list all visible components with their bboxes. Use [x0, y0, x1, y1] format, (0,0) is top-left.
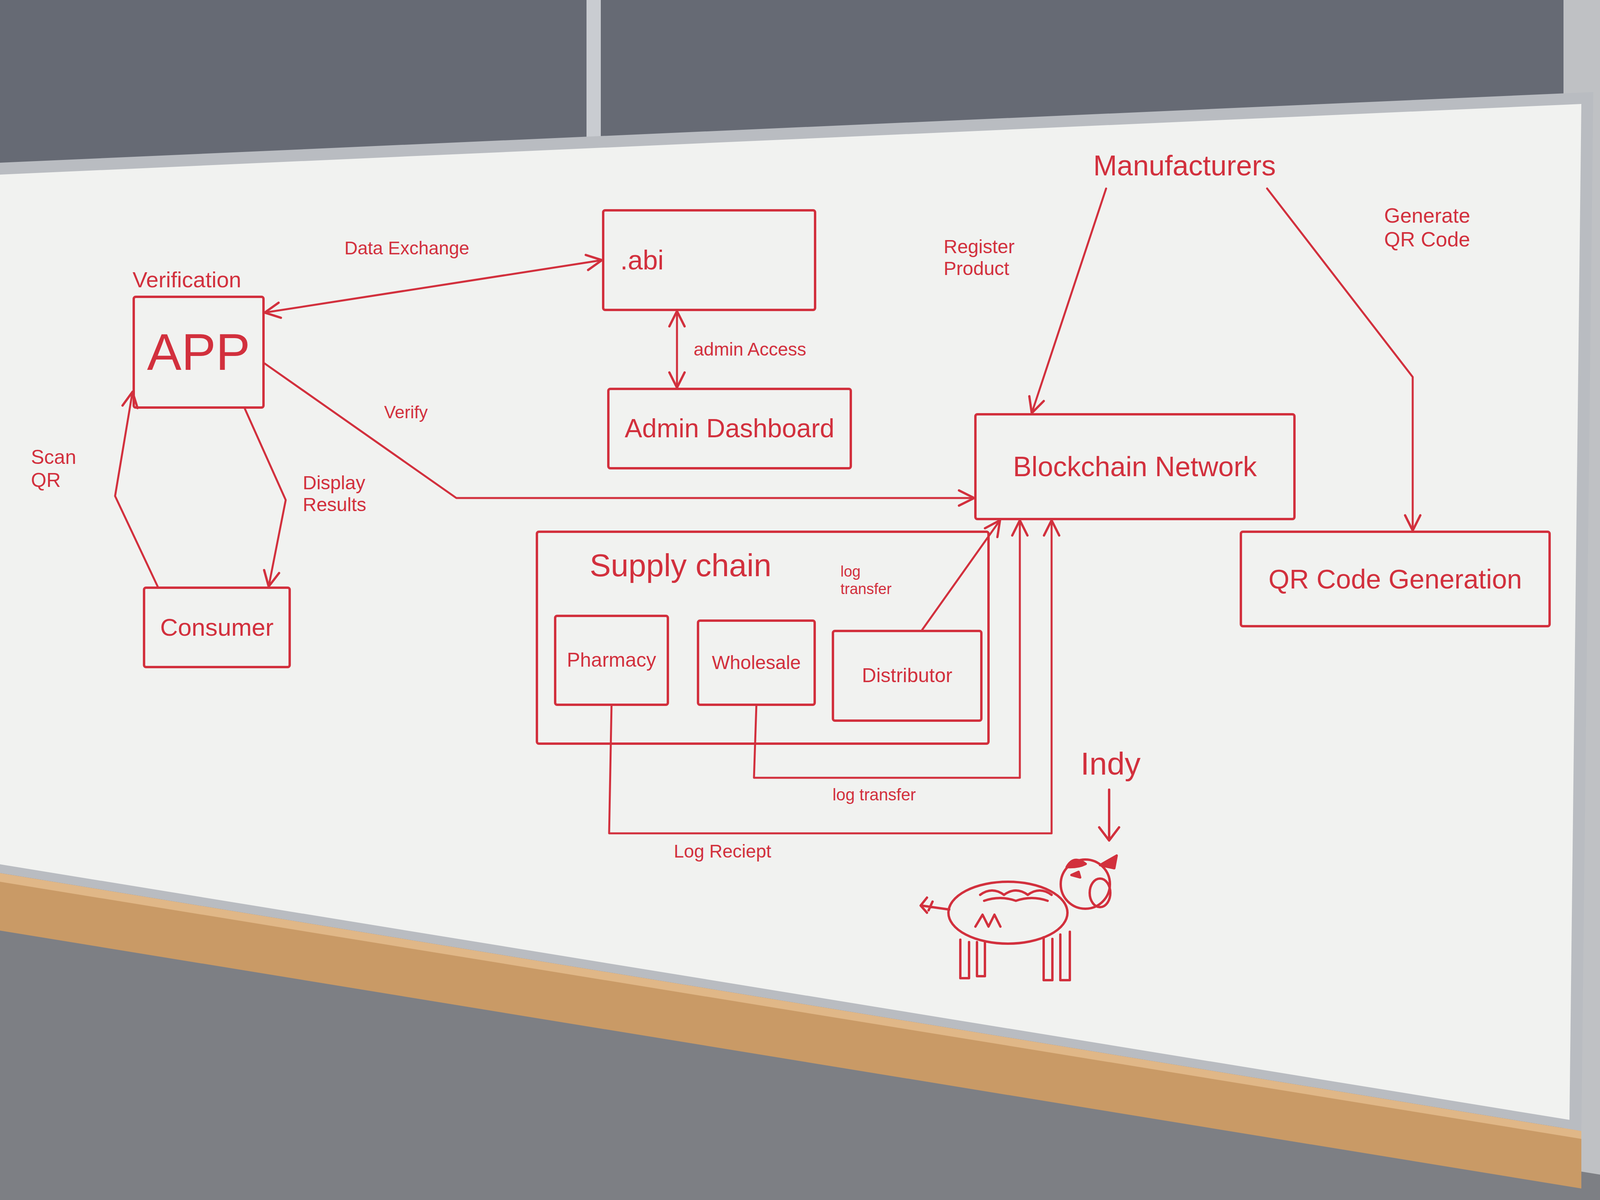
edge-label: Verify [380, 400, 453, 425]
edge-label: Display Results [299, 470, 395, 518]
dog-drawing [920, 789, 1120, 981]
dog-snout [1089, 878, 1111, 908]
process-box: Wholesale [696, 619, 816, 706]
edge-label: Scan QR [27, 444, 100, 494]
node-text: Consumer [160, 613, 274, 642]
connector-arrow [676, 311, 679, 388]
process-box: Pharmacy [553, 614, 670, 706]
node-text: Pharmacy [566, 648, 656, 672]
node-text: APP [146, 322, 250, 383]
group-box: Supply chainPharmacy WholesaleDistributor [535, 530, 990, 745]
edge-label: log transfer [837, 561, 905, 600]
group-title: Supply chain [589, 547, 772, 584]
wall-seam [586, 0, 601, 151]
node-text: Distributor [861, 664, 953, 688]
node-text: Manufacturers [1093, 149, 1276, 183]
connector-arrow [115, 391, 158, 587]
edge-label: admin Access [690, 337, 834, 362]
actor-box: Consumer [142, 586, 291, 669]
actor-label: Manufacturers [1081, 142, 1288, 189]
board-surface [0, 103, 1582, 1120]
process-box: Distributor [831, 629, 983, 722]
dog-eye [1071, 871, 1081, 878]
file-box: .abi [601, 209, 817, 312]
node-text: Blockchain Network [1013, 450, 1258, 483]
node-text: Wholesale [711, 651, 801, 674]
node-text: QR Code Generation [1268, 563, 1523, 595]
process-box: Blockchain Network [974, 413, 1296, 521]
app-box: VerificationAPP [132, 295, 265, 409]
dog-leg [960, 939, 970, 979]
node-text: .abi [620, 244, 664, 276]
dog-leg [1060, 931, 1070, 981]
heading-text: Verification [132, 267, 242, 293]
connector-arrow [264, 260, 602, 313]
dog-body [948, 881, 1068, 944]
connectors [115, 188, 1413, 834]
process-box: QR Code Generation [1239, 530, 1551, 628]
board-frame [0, 92, 1594, 1131]
connector-arrow [1031, 188, 1106, 414]
edge-label: Generate QR Code [1380, 202, 1493, 254]
dog-tail [920, 897, 950, 913]
connector-arrow [753, 520, 1020, 778]
edge-label: Log Reciept [670, 839, 814, 864]
node-text: Admin Dashboard [624, 413, 835, 444]
dog-leg [976, 942, 985, 977]
dog-stripes [980, 890, 1052, 901]
edge-label: Data Exchange [341, 236, 485, 261]
dog-ear [1066, 859, 1086, 868]
dog-head [1060, 859, 1110, 909]
edge-label: log transfer [829, 783, 973, 806]
dog-hatching [975, 914, 1001, 927]
dog-leg [1043, 937, 1053, 981]
dog-ear [1100, 855, 1117, 869]
process-box: Admin Dashboard [607, 387, 852, 470]
edge-label: Register Product [940, 234, 1056, 281]
note-label: Indy [1077, 744, 1144, 784]
leader-arrow [1099, 789, 1120, 841]
connector-arrow [244, 408, 286, 587]
